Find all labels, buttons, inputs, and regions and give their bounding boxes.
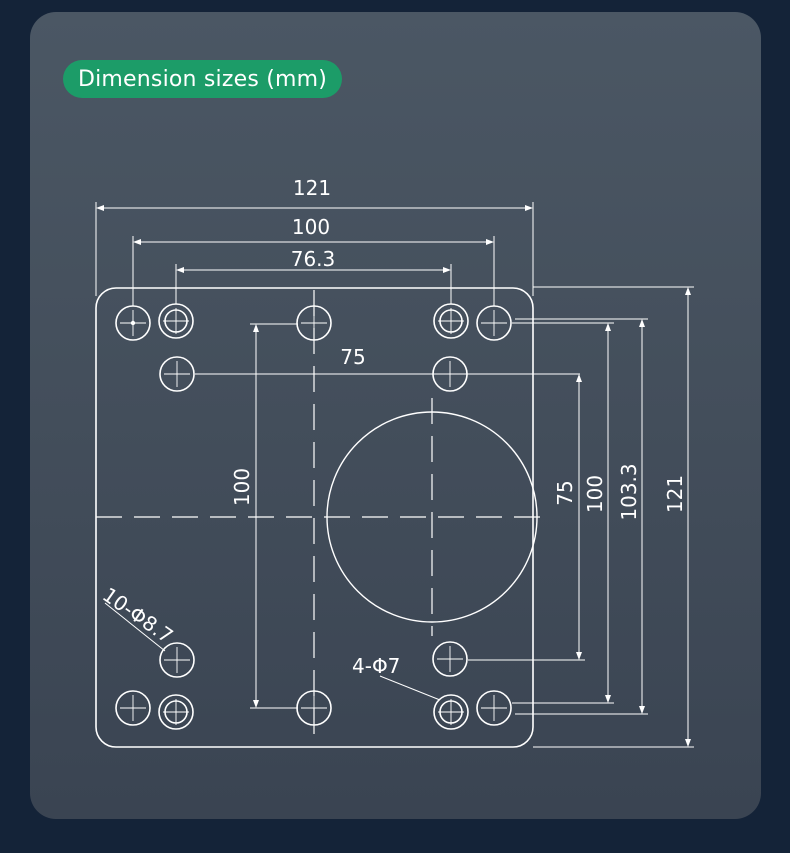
hole-outer — [476, 305, 512, 341]
hole-outer — [115, 690, 151, 726]
dim-right-height-103: 103.3 — [617, 463, 641, 520]
hole-double — [433, 303, 469, 339]
drawing-card — [30, 12, 761, 819]
hole-outer — [296, 690, 332, 726]
hole-outer — [476, 690, 512, 726]
dimension-annotations: 121 100 76.3 75 100 75 100 103.3 121 10-… — [95, 176, 694, 748]
hole-inner — [432, 641, 468, 677]
hole-double — [158, 694, 194, 730]
hole-outer — [115, 305, 151, 341]
dim-left-height: 100 — [230, 468, 254, 506]
dim-right-height-100: 100 — [583, 475, 607, 513]
hole-double — [433, 694, 469, 730]
dim-right-height-121: 121 — [663, 475, 687, 513]
hole-outer — [296, 305, 332, 341]
dim-inner-spacing-width: 76.3 — [291, 247, 336, 271]
hole-double — [158, 303, 194, 339]
callout-inner-holes: 4-Φ7 — [352, 654, 400, 678]
section-title-badge: Dimension sizes (mm) — [63, 60, 342, 98]
dim-right-height-75: 75 — [553, 480, 577, 505]
center-lines — [96, 290, 545, 745]
dim-overall-width: 121 — [293, 176, 331, 200]
dim-hole-spacing-width: 100 — [292, 215, 330, 239]
section-title: Dimension sizes (mm) — [77, 66, 328, 92]
dim-inner-center-width: 75 — [340, 345, 365, 369]
callout-outer-holes: 10-Φ8.7 — [98, 582, 177, 648]
hole-inner — [159, 356, 195, 392]
hole-inner — [159, 642, 195, 678]
